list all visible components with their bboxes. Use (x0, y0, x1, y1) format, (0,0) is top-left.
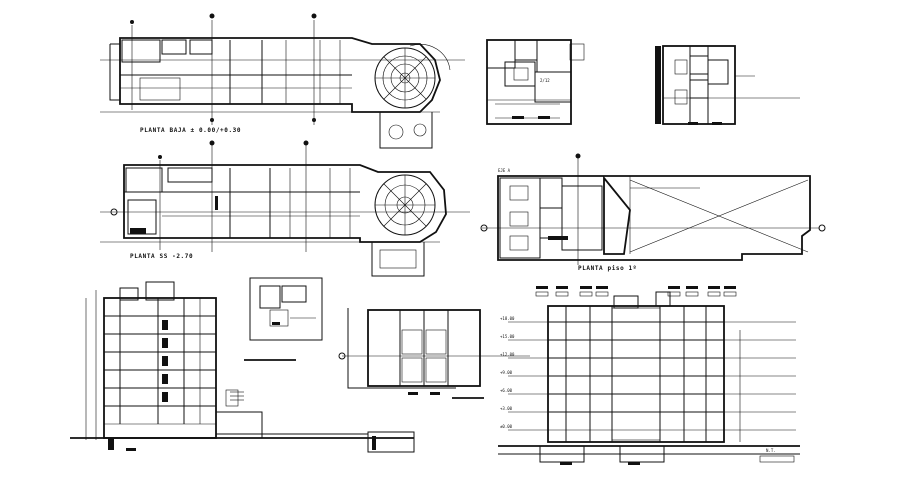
ground-floor-plan: PLANTA BAJA ± 0.00/+0.30 (100, 13, 465, 149)
label-planta-piso: PLANTA piso 1º (578, 265, 637, 272)
right-section: +18.00 +15.00 +12.00 +9.00 +6.00 +3.00 ±… (498, 168, 800, 465)
small-detail-center (244, 277, 323, 361)
small-text-2-12: 2/12 (540, 78, 550, 83)
level-text-3: +3.00 (500, 406, 513, 411)
level-text-12: +12.00 (500, 352, 515, 357)
level-text-9: +9.00 (500, 370, 513, 375)
level-text-nt: N.T. (766, 448, 776, 453)
basement-floor-plan: PLANTA SS -2.70 (100, 140, 470, 277)
label-planta-ss: PLANTA SS -2.70 (130, 253, 193, 260)
left-section-elevation (70, 281, 415, 453)
label-planta-baja: PLANTA BAJA ± 0.00/+0.30 (140, 127, 241, 134)
level-text-18: +18.00 (500, 316, 515, 321)
axis-markers (535, 286, 737, 297)
axis-text-eje-a: EJE A (498, 168, 511, 173)
small-plan-top-center: 2/12 (486, 39, 585, 125)
middle-plan (338, 308, 530, 399)
level-text-0: ±0.00 (500, 424, 513, 429)
level-text-6: +6.00 (500, 388, 513, 393)
level-text-15: +15.00 (500, 334, 515, 339)
small-plan-top-right (655, 45, 800, 125)
first-floor-plan: PLANTA piso 1º (480, 153, 826, 272)
